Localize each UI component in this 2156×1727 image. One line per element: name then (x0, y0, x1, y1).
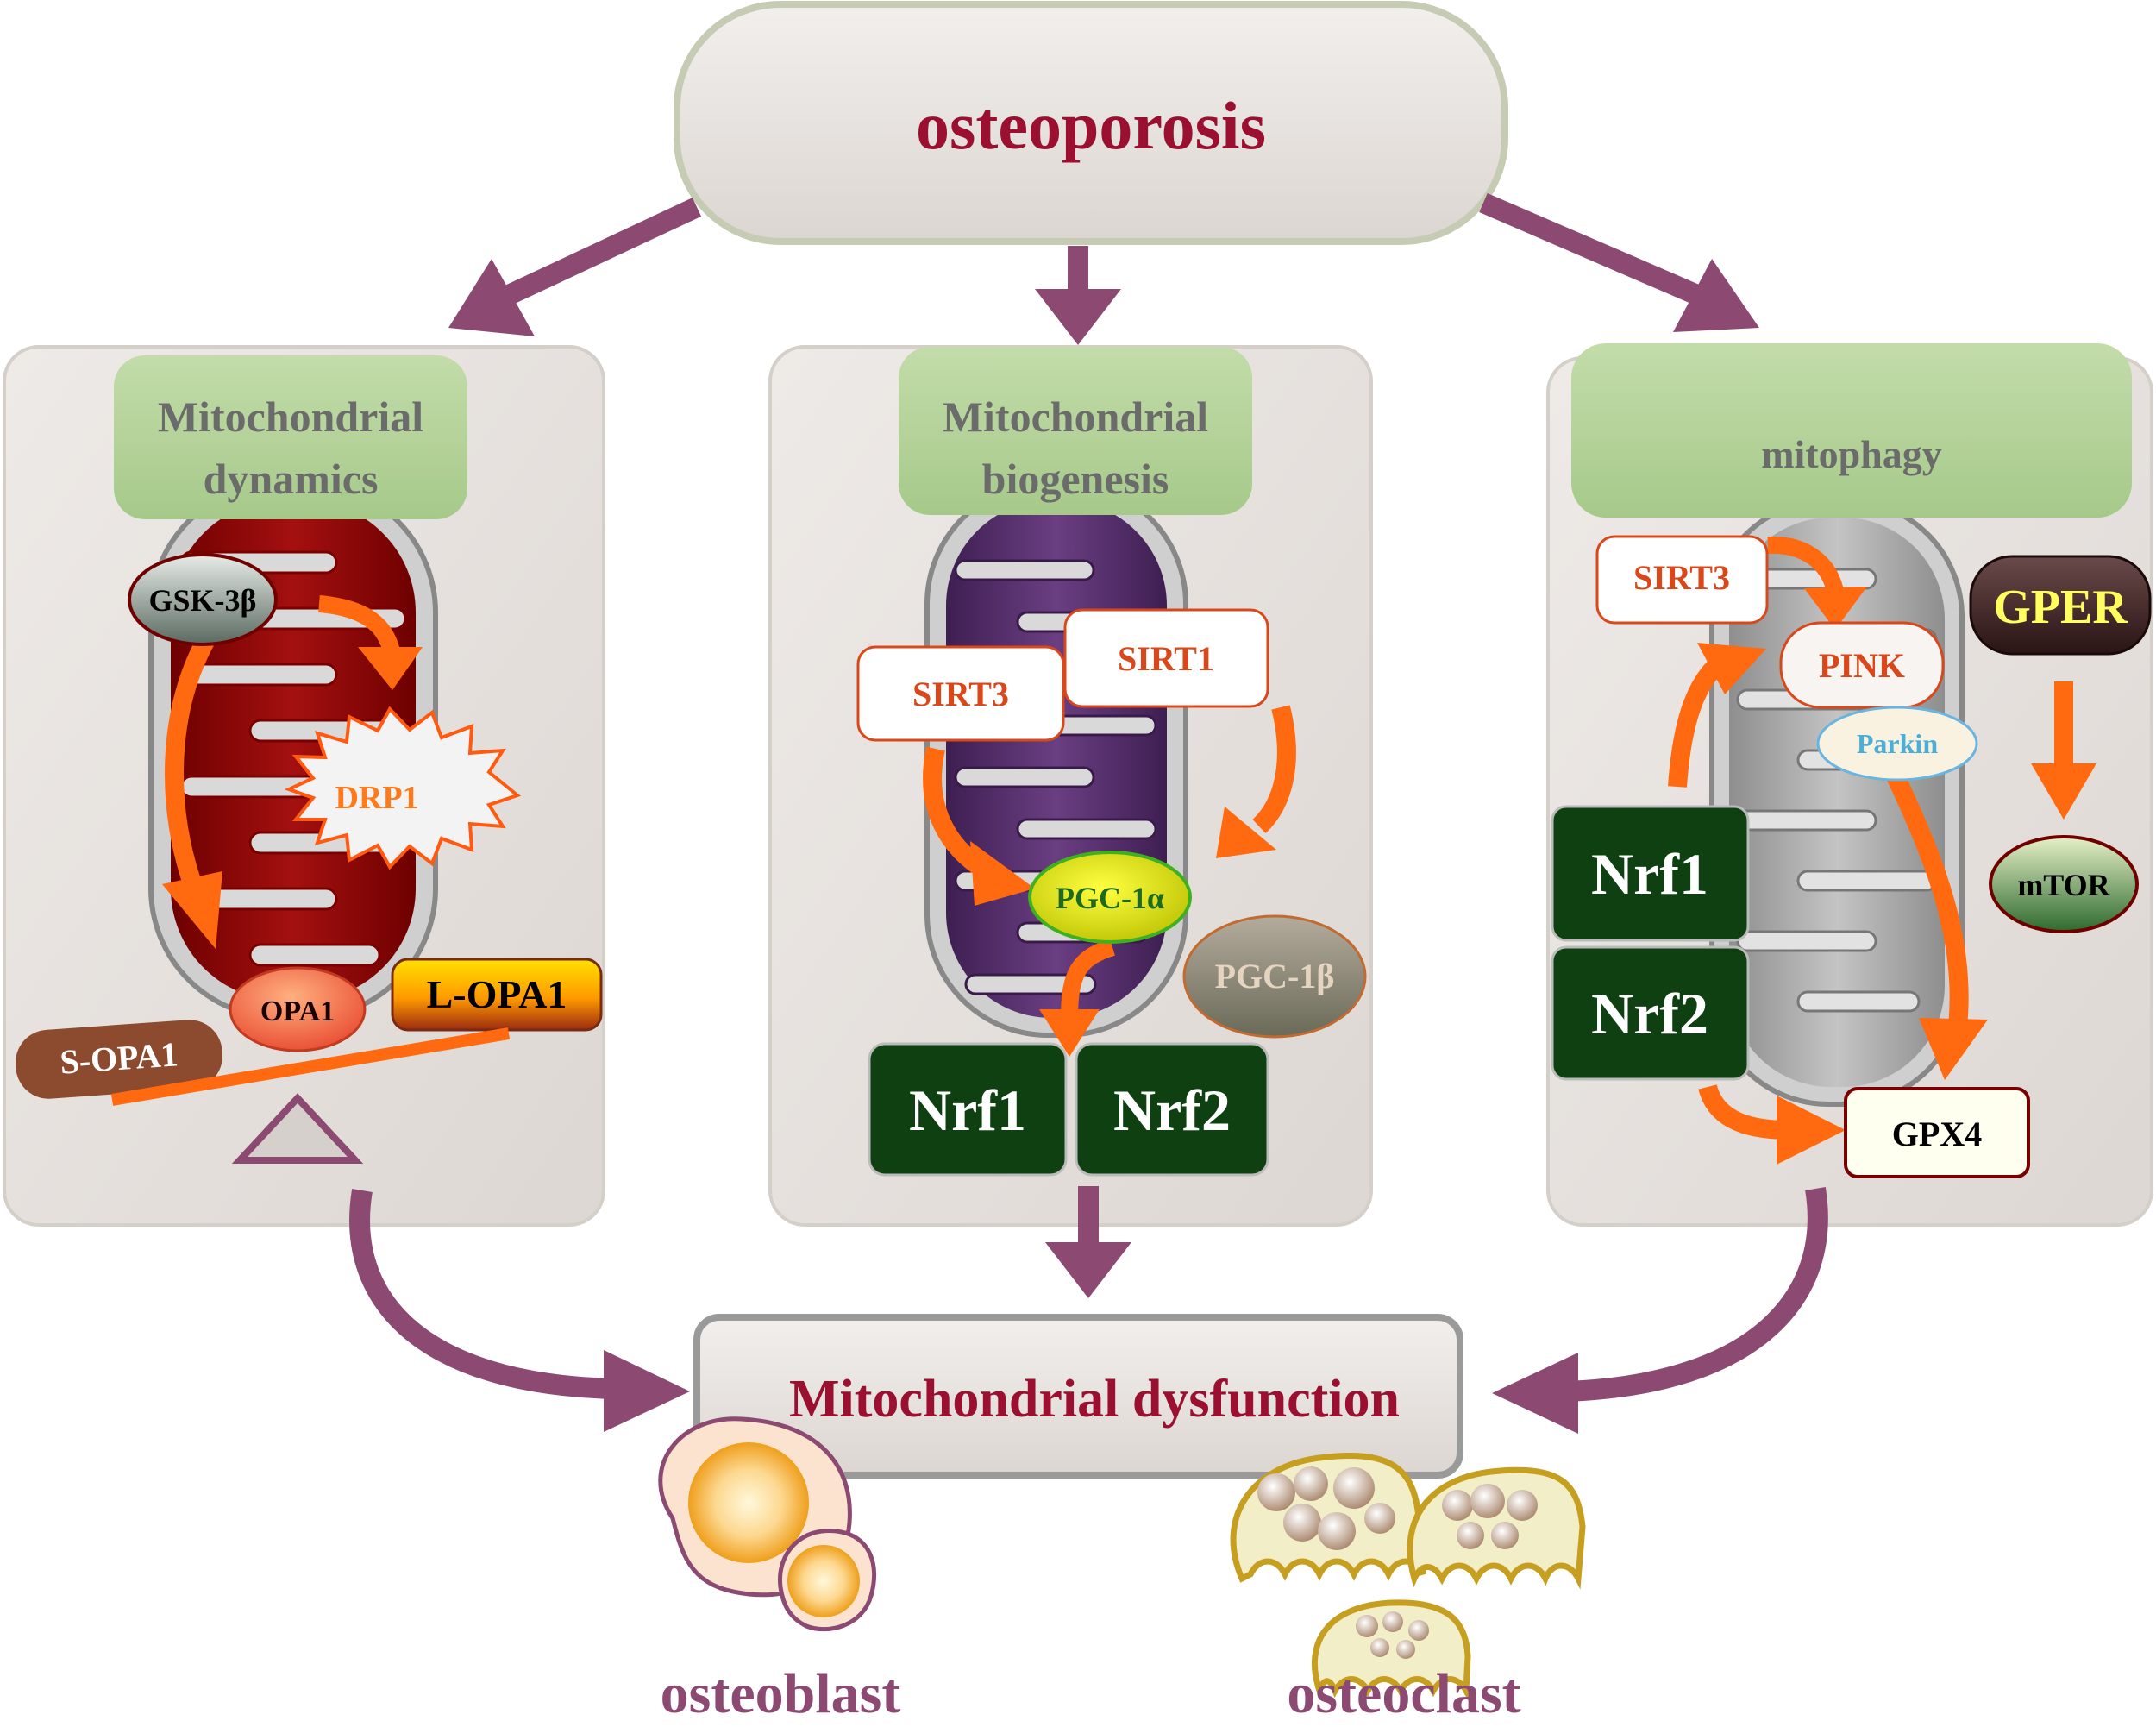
mitophagy-to-dysfunction-arrow (1492, 1187, 1828, 1434)
heading-dynamics-line2: dynamics (204, 455, 379, 503)
heading-mitophagy-line1: mitophagy (1761, 432, 1942, 476)
mitochondrion-purple (924, 480, 1188, 1038)
pgc1b-label: PGC-1β (1215, 957, 1335, 995)
dysfunction-label: Mitochondrial dysfunction (789, 1370, 1400, 1429)
pgc1a-node (1028, 851, 1192, 944)
gper-label: GPER (1993, 581, 2128, 634)
diagram-title: osteoporosis (916, 88, 1266, 163)
title-to-biogenesis-arrow (1035, 246, 1121, 345)
heading-mitophagy-box (1571, 343, 2132, 518)
pink-label: PINK (1819, 646, 1905, 685)
mtor-node (1989, 835, 2139, 933)
gsk3b-label: GSK-3β (149, 583, 257, 618)
gsk3b-node (128, 553, 278, 646)
s-opa1-label: S-OPA1 (59, 1034, 179, 1081)
drp1-label: DRP1 (335, 780, 418, 816)
mito-nrf1-node (1551, 805, 1750, 942)
bio-nrf2-node (1075, 1042, 1269, 1177)
osteoblast-label: osteoblast (661, 1662, 901, 1723)
osteoclast-illustration (1230, 1453, 1586, 1702)
dysfunction-box (693, 1314, 1463, 1479)
pgc1b-node (1182, 914, 1367, 1039)
s-opa1-node (16, 1020, 222, 1099)
bio-sirt1-label: SIRT1 (1118, 639, 1214, 678)
heading-biogenesis-line1: Mitochondrial (943, 392, 1208, 441)
mito-nrf2-label: Nrf2 (1591, 981, 1708, 1046)
gpx4-node (1844, 1087, 2030, 1178)
gper-node (1969, 555, 2152, 656)
dynamics-to-dysfunction-arrow (349, 1189, 690, 1432)
parkin-node (1816, 706, 1978, 782)
osteoclast-label: osteoclast (1287, 1662, 1520, 1723)
gpx4-label: GPX4 (1892, 1115, 1982, 1153)
bio-nrf2-label: Nrf2 (1113, 1077, 1231, 1143)
balance-beam (110, 1027, 511, 1106)
pgc1a-label: PGC-1α (1056, 881, 1164, 915)
l-opa1-label: L-OPA1 (427, 972, 567, 1016)
opa1-node (229, 966, 367, 1052)
title-to-dynamics-arrow (448, 198, 702, 336)
biogenesis-orange-arrows (923, 705, 1296, 1057)
bio-sirt3-node (856, 645, 1065, 742)
opa1-label: OPA1 (260, 995, 335, 1027)
pink-node (1779, 621, 1945, 709)
mito-nrf2-node (1551, 945, 1750, 1081)
heading-biogenesis-box (899, 347, 1252, 515)
bio-sirt3-label: SIRT3 (912, 675, 1009, 713)
balance-fulcrum (231, 1093, 364, 1164)
mito-sirt3-node (1595, 535, 1769, 625)
mito-nrf1-label: Nrf1 (1591, 841, 1708, 907)
biogenesis-to-dysfunction-arrow (1045, 1186, 1131, 1298)
title-to-mitophagy-arrow (1479, 192, 1759, 332)
parkin-label: Parkin (1857, 728, 1938, 759)
osteoblast-illustration (658, 1416, 877, 1632)
heading-dynamics-box (114, 355, 467, 519)
heading-dynamics-line1: Mitochondrial (158, 392, 423, 441)
bio-nrf1-label: Nrf1 (909, 1077, 1026, 1143)
heading-biogenesis-line2: biogenesis (982, 455, 1169, 503)
bio-nrf1-node (868, 1042, 1068, 1177)
title-box (674, 1, 1508, 245)
mito-sirt3-label: SIRT3 (1633, 558, 1730, 597)
mitophagy-orange-arrows (1668, 536, 2096, 1165)
dynamics-orange-arrows (162, 595, 423, 949)
bio-sirt1-node (1063, 608, 1269, 708)
mtor-label: mTOR (2017, 868, 2110, 902)
drp1-starburst (284, 706, 522, 870)
